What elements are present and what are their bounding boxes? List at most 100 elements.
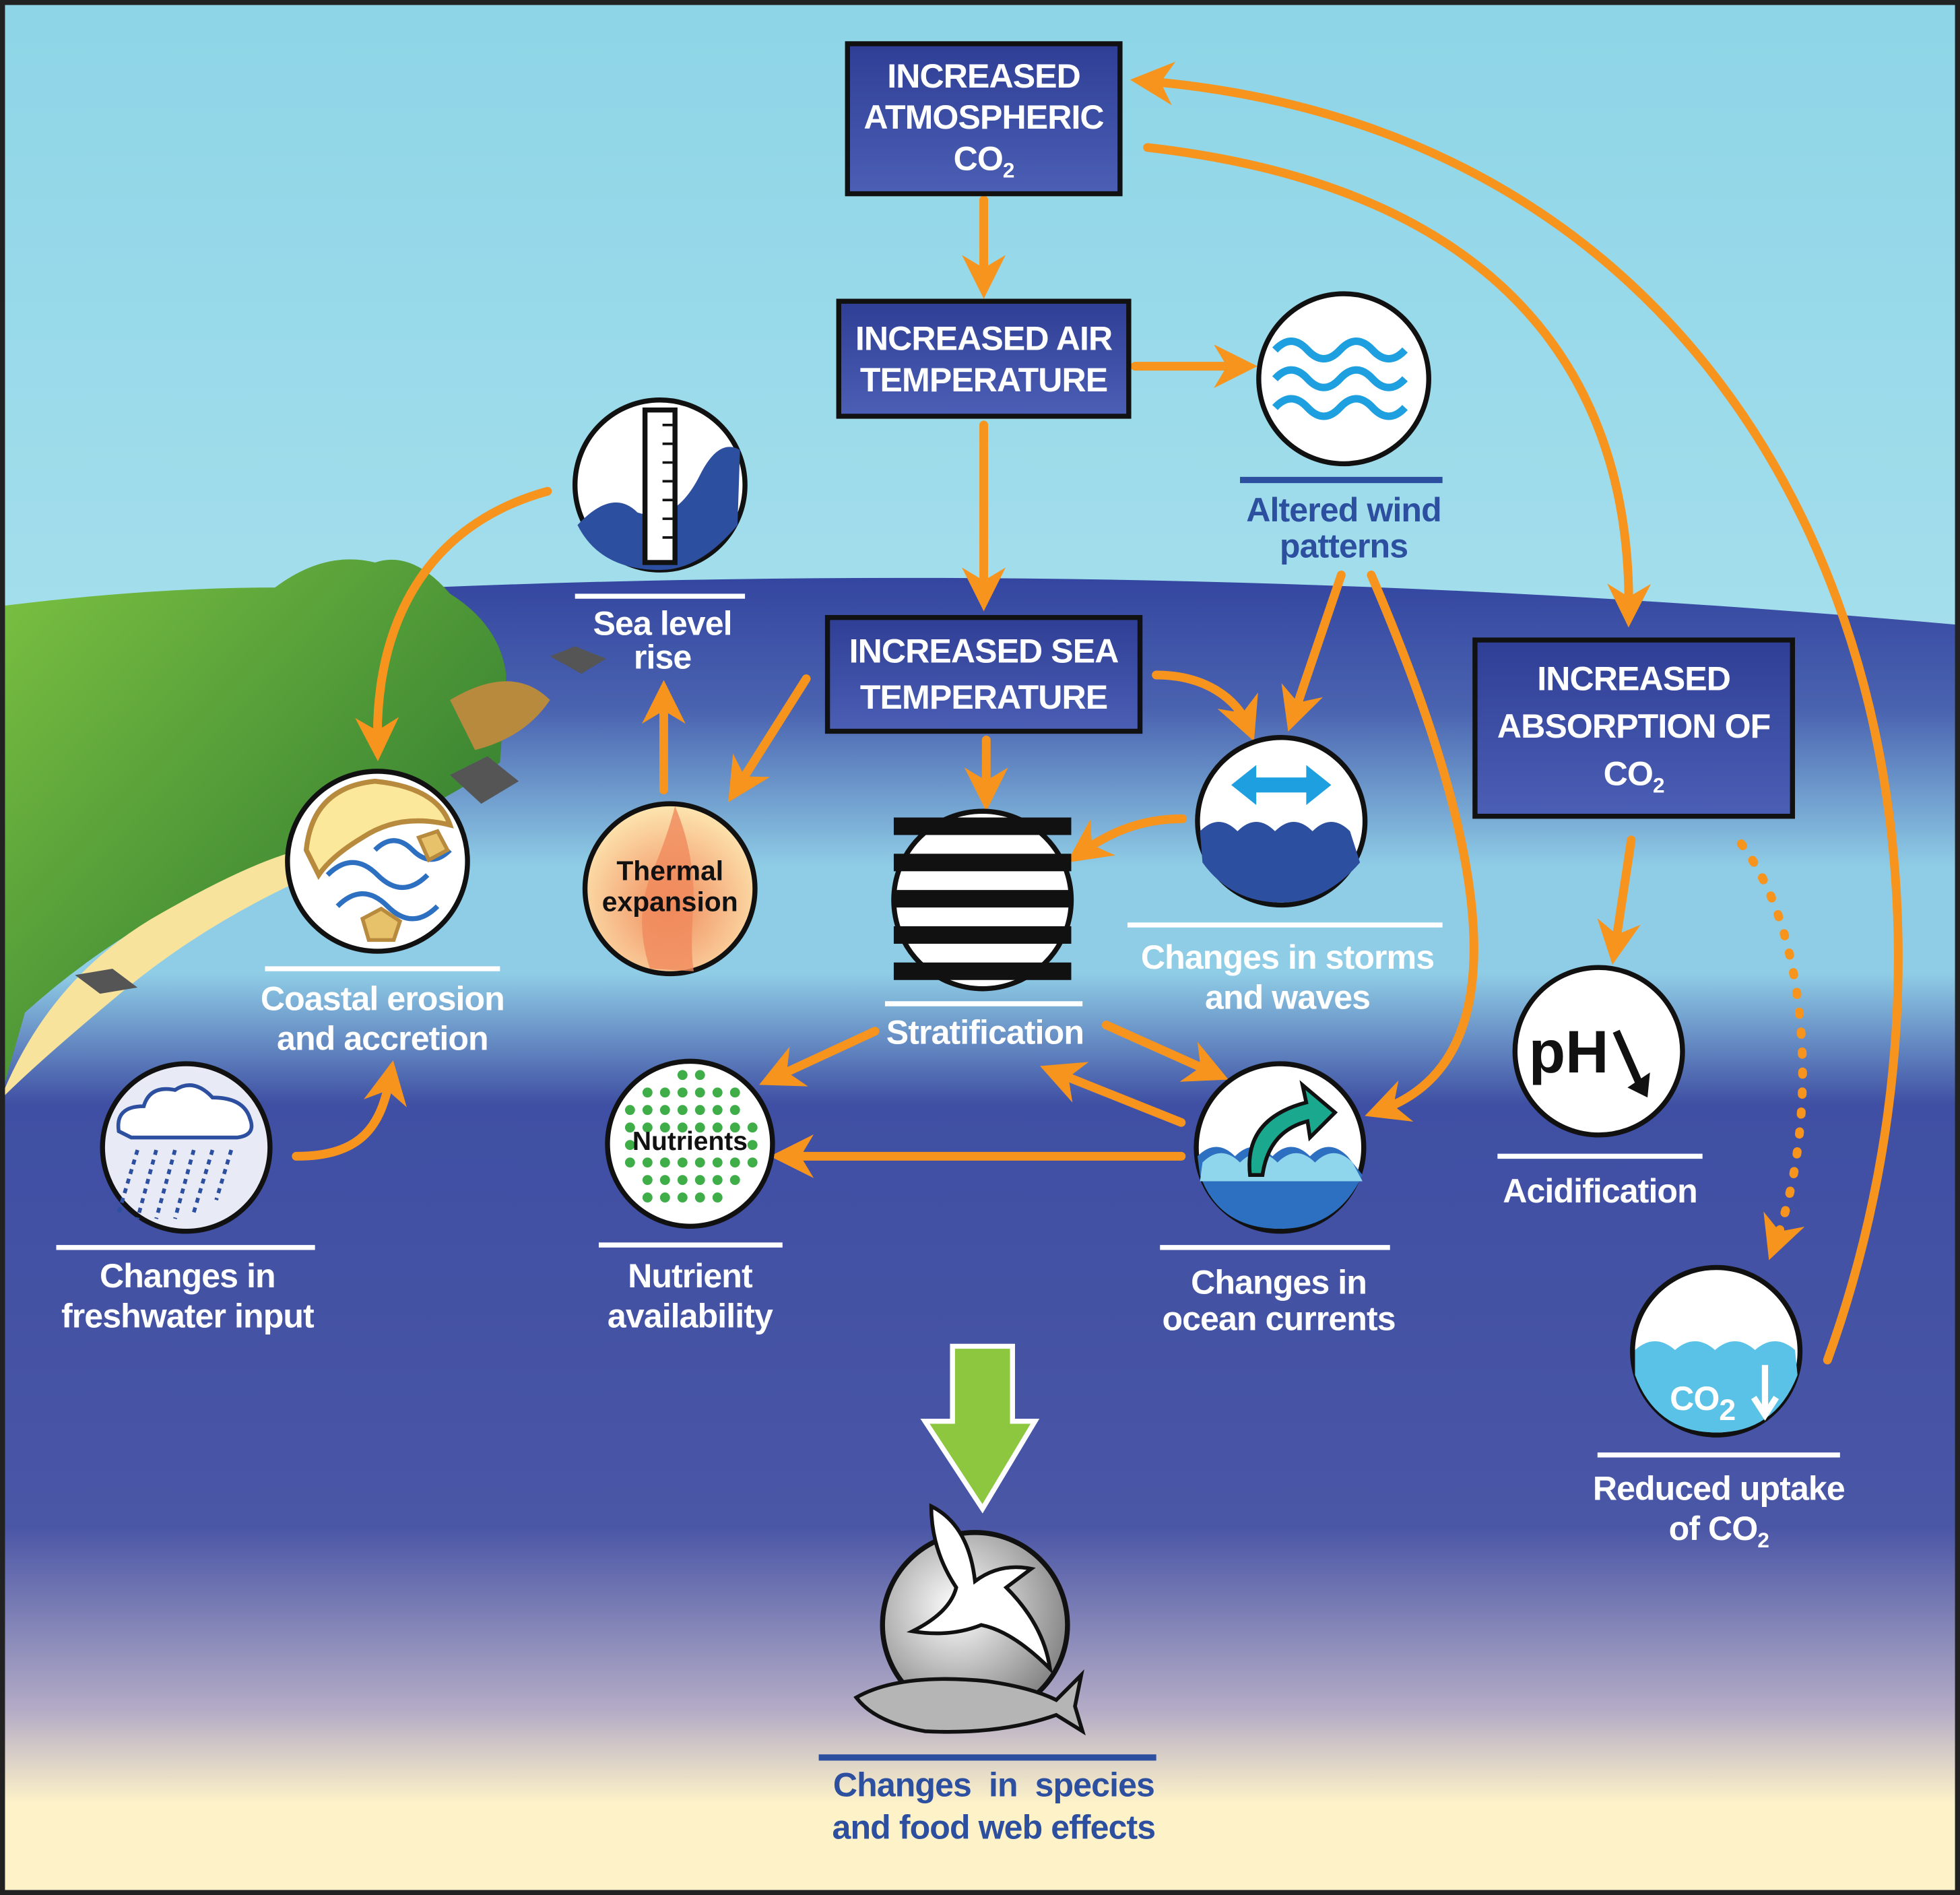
node-coastal-erosion: Coastal erosion and accretion <box>261 769 505 1058</box>
node-label: Changes in <box>1191 1263 1367 1301</box>
nutrient-dot <box>694 1087 705 1098</box>
node-label: and waves <box>1205 978 1370 1016</box>
arrow-absorption-to-reduced-uptake-dotted <box>1736 839 1807 1260</box>
node-label: Sea level <box>593 605 732 643</box>
box-text: TEMPERATURE <box>860 361 1107 399</box>
nutrient-dot <box>642 1087 653 1098</box>
nutrient-dot <box>659 1192 670 1203</box>
ph-icon-text: pH <box>1529 1018 1609 1085</box>
box-text: TEMPERATURE <box>860 678 1107 716</box>
coastline-icon <box>303 778 454 880</box>
box-increased-air-temperature: INCREASED AIR TEMPERATURE <box>836 298 1132 419</box>
arrow-wind-to-storms <box>1281 571 1346 732</box>
node-label: and food web effects <box>832 1809 1156 1846</box>
arrow-absorption-to-ph <box>1597 835 1641 965</box>
icon-text: Nutrients <box>632 1127 748 1156</box>
nutrient-dot <box>747 1157 758 1168</box>
nutrient-dot <box>729 1175 740 1186</box>
nutrient-dot <box>694 1122 705 1133</box>
box-text: ATMOSPHERIC <box>863 98 1103 136</box>
box-increased-sea-temperature: INCREASED SEA TEMPERATURE <box>824 614 1143 734</box>
nutrient-dot <box>712 1122 723 1133</box>
nutrient-dot <box>677 1157 688 1168</box>
down-arrow-icon <box>1612 1029 1643 1087</box>
node-label: rise <box>634 639 691 676</box>
icon-text: Thermal <box>616 855 723 886</box>
arrow-stratification-to-nutrients <box>759 1027 880 1087</box>
dots-icon <box>624 1070 758 1203</box>
node-altered-wind: Altered wind patterns <box>1240 291 1443 565</box>
node-species-food-web: Changes in species and food web effects <box>818 1503 1156 1846</box>
icon-text: expansion <box>602 887 738 918</box>
arrow-co2-to-absorption <box>1143 143 1652 628</box>
nutrient-dot <box>694 1070 705 1081</box>
storm-wave-icon <box>1200 822 1361 903</box>
rain-cloud-icon <box>116 1083 254 1140</box>
arrow-currents-to-stratification <box>1040 1062 1186 1127</box>
box-text: INCREASED <box>1537 660 1730 697</box>
nutrient-dot <box>747 1140 758 1151</box>
node-sea-level-rise: Sea level rise <box>572 397 748 676</box>
nutrient-dot <box>659 1175 670 1186</box>
arrow-stratification-to-currents <box>1101 1021 1229 1082</box>
nutrient-dot <box>694 1157 705 1168</box>
node-label: Stratification <box>886 1013 1084 1051</box>
node-label: Changes in species <box>833 1766 1154 1803</box>
arrow-reduced-uptake-to-co2 <box>1130 61 1903 1365</box>
current-arrow-icon <box>1247 1080 1338 1177</box>
nutrient-dot <box>677 1087 688 1098</box>
arrows <box>292 61 1903 1514</box>
box-text: INCREASED SEA <box>849 632 1119 670</box>
nutrient-dot <box>694 1192 705 1203</box>
nutrient-dot <box>712 1175 723 1186</box>
co2-icon-text: CO2 <box>1670 1380 1735 1427</box>
node-label: Changes in <box>100 1257 275 1295</box>
nutrient-dot <box>659 1122 670 1133</box>
node-label: Coastal erosion <box>261 979 504 1017</box>
bird-icon <box>906 1503 1053 1675</box>
nutrient-dot <box>677 1122 688 1133</box>
nutrient-dot <box>642 1157 653 1168</box>
fish-icon <box>853 1669 1086 1736</box>
nutrient-dot <box>624 1122 635 1133</box>
nutrient-dot <box>677 1070 688 1081</box>
arrow-sea-level-to-coastal <box>355 486 552 762</box>
nutrient-dot <box>694 1105 705 1116</box>
node-label: Acidification <box>1503 1172 1697 1210</box>
node-stratification: Stratification <box>884 808 1084 1051</box>
nutrient-dot <box>712 1157 723 1168</box>
box-increased-atmospheric-co2: INCREASED ATMOSPHERIC CO2 <box>845 41 1123 197</box>
nutrient-dot <box>659 1157 670 1168</box>
nutrient-dot <box>712 1192 723 1203</box>
nutrient-dot <box>729 1087 740 1098</box>
arrow-freshwater-to-coastal <box>292 1060 407 1161</box>
box-text: INCREASED <box>887 57 1080 95</box>
box-text: INCREASED AIR <box>855 320 1113 358</box>
node-acidification: pH Acidification <box>1497 965 1703 1210</box>
box-text: ABSORPTION OF <box>1497 707 1770 745</box>
nutrient-dot <box>659 1105 670 1116</box>
nutrient-dot <box>642 1122 653 1133</box>
nutrient-dot <box>729 1105 740 1116</box>
nutrient-dot <box>659 1087 670 1098</box>
node-label: Reduced uptake <box>1593 1470 1845 1508</box>
ruler-wave-icon <box>577 447 740 571</box>
nutrient-dot <box>729 1157 740 1168</box>
node-label: availability <box>608 1297 773 1335</box>
node-label: ocean currents <box>1162 1299 1395 1337</box>
box-increased-absorption-of-co2: INCREASED ABSORPTION OF CO2 <box>1472 637 1796 819</box>
nutrient-dot <box>712 1087 723 1098</box>
nutrient-dot <box>747 1122 758 1133</box>
nutrient-dot <box>677 1105 688 1116</box>
co2-down-icon <box>1751 1365 1779 1421</box>
node-label: Altered wind <box>1246 491 1441 529</box>
node-reduced-uptake: CO2 Reduced uptake of CO2 <box>1593 1264 1845 1552</box>
wind-waves-icon <box>1272 338 1408 420</box>
nutrient-dot <box>642 1175 653 1186</box>
arrow-wind-to-currents <box>1365 571 1478 1122</box>
box-text: CO2 <box>1604 754 1664 797</box>
arrow-storms-to-stratification <box>1067 814 1187 863</box>
nutrient-dot <box>642 1105 653 1116</box>
